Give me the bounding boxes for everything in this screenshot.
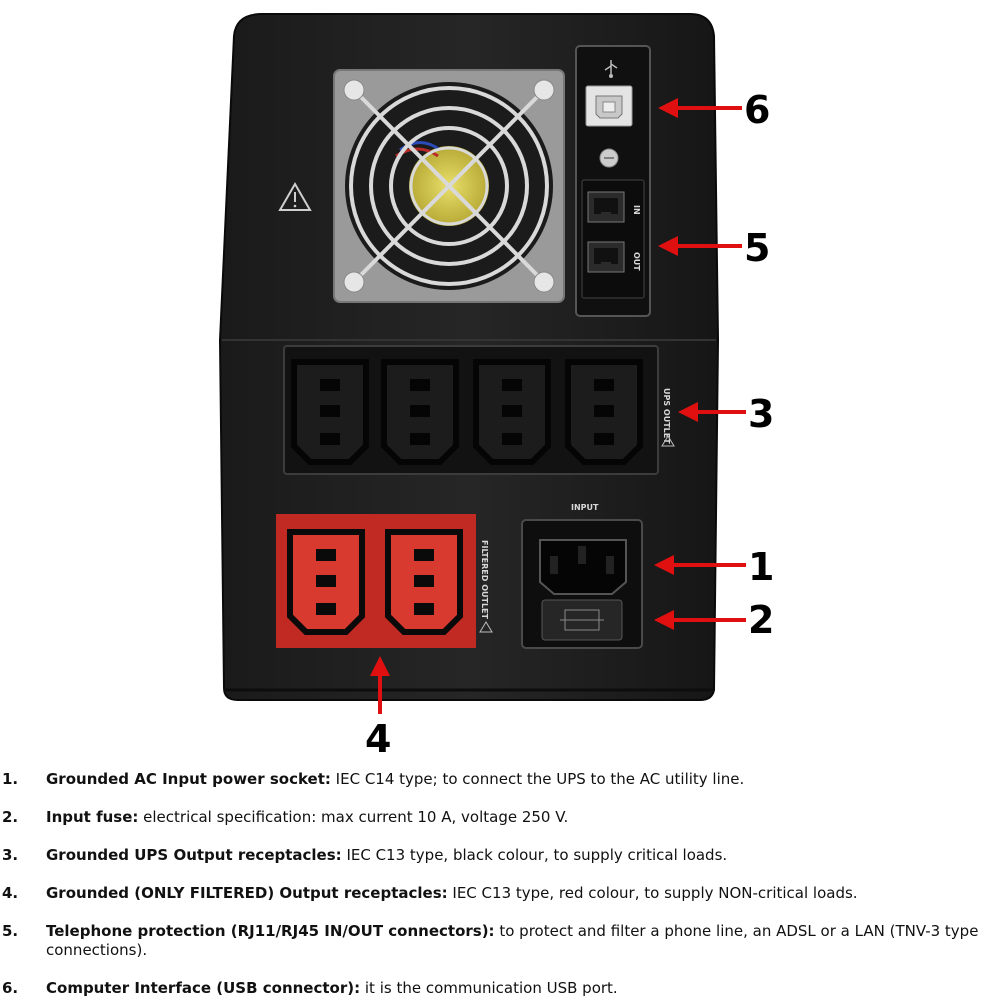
ac-input-socket[interactable] — [539, 539, 627, 595]
legend-number: 1. — [2, 770, 19, 788]
ups-outlet-socket[interactable] — [381, 359, 459, 465]
phone-in-port[interactable] — [587, 191, 625, 223]
callout-5: 5 — [744, 226, 770, 270]
legend-text: Telephone protection (RJ11/RJ45 IN/OUT c… — [46, 922, 998, 960]
callout-3: 3 — [748, 392, 774, 436]
ups-outlet-warning-icon — [661, 435, 675, 447]
ac-input-module: INPUT — [521, 503, 643, 649]
legend-description: it is the communication USB port. — [364, 979, 618, 997]
callout-arrows — [370, 98, 746, 714]
filtered-outlet-warning-icon — [479, 621, 493, 633]
legend-number: 3. — [2, 846, 19, 864]
ups-outlet-socket[interactable] — [565, 359, 643, 465]
legend-description: IEC C13 type, red colour, to supply NON-… — [452, 884, 858, 902]
legend-text: Computer Interface (USB connector): it i… — [46, 979, 998, 998]
filtered-outlet-panel: FILTERED OUTLET — [276, 514, 493, 648]
filtered-outlet-socket[interactable] — [287, 529, 365, 635]
legend-description: IEC C14 type; to connect the UPS to the … — [335, 770, 745, 788]
callout-6: 6 — [744, 88, 770, 132]
phone-out-label: OUT — [632, 252, 641, 271]
input-fuse-holder[interactable] — [541, 599, 623, 641]
ups-outlet-panel: UPS OUTLET — [283, 345, 675, 475]
legend-text: Grounded AC Input power socket: IEC C14 … — [46, 770, 998, 789]
cooling-fan — [333, 69, 565, 303]
ground-screw — [599, 148, 619, 168]
ups-outlet-socket[interactable] — [291, 359, 369, 465]
phone-in-label: IN — [632, 205, 641, 215]
legend-title: Computer Interface (USB connector): — [46, 979, 361, 997]
input-label: INPUT — [571, 503, 599, 512]
filtered-outlet-label: FILTERED OUTLET — [480, 540, 489, 620]
legend-title: Grounded UPS Output receptacles: — [46, 846, 342, 864]
legend-description: electrical specification: max current 10… — [143, 808, 569, 826]
ups-outlet-socket[interactable] — [473, 359, 551, 465]
legend-description: to protect and filter a phone line, an A… — [46, 922, 979, 959]
legend-description: IEC C13 type, black colour, to supply cr… — [346, 846, 728, 864]
callout-2: 2 — [748, 598, 774, 642]
ups-outlet-label: UPS OUTLET — [662, 388, 671, 444]
usb-port[interactable] — [585, 85, 633, 127]
legend-title: Input fuse: — [46, 808, 139, 826]
legend-title: Grounded AC Input power socket: — [46, 770, 331, 788]
legend-text: Grounded UPS Output receptacles: IEC C13… — [46, 846, 998, 865]
legend-number: 4. — [2, 884, 19, 902]
legend-title: Grounded (ONLY FILTERED) Output receptac… — [46, 884, 448, 902]
filtered-outlet-socket[interactable] — [385, 529, 463, 635]
phone-out-port[interactable] — [587, 241, 625, 273]
callout-4: 4 — [365, 717, 391, 760]
warning-triangle-icon — [278, 181, 312, 211]
legend-number: 5. — [2, 922, 19, 940]
port-module: IN OUT — [575, 45, 651, 317]
legend-text: Input fuse: electrical specification: ma… — [46, 808, 998, 827]
usb-icon — [604, 60, 618, 78]
legend-text: Grounded (ONLY FILTERED) Output receptac… — [46, 884, 998, 903]
ups-rear-panel-figure: IN OUT UPS OUTLET FILTERED OUTLET INPUT — [218, 13, 774, 760]
callout-1: 1 — [748, 545, 774, 589]
legend-title: Telephone protection (RJ11/RJ45 IN/OUT c… — [46, 922, 495, 940]
legend-number: 6. — [2, 979, 19, 997]
legend-number: 2. — [2, 808, 19, 826]
